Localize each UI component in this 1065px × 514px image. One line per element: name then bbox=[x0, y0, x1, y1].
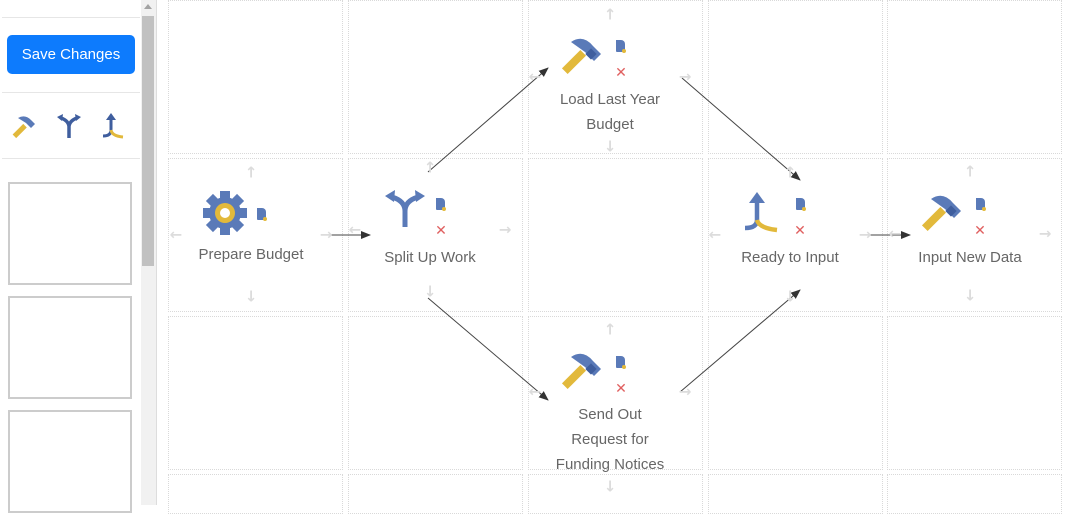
scrollbar-thumb[interactable] bbox=[142, 16, 154, 266]
connector-arrow-icon[interactable]: ↓ bbox=[244, 287, 258, 306]
hammer-tool[interactable] bbox=[9, 110, 39, 142]
connector-arrow-icon[interactable]: → bbox=[678, 382, 692, 401]
grid-cell[interactable] bbox=[168, 0, 343, 154]
edge-split-send[interactable] bbox=[427, 297, 549, 401]
merge-icon bbox=[102, 113, 124, 139]
document-icon[interactable] bbox=[436, 198, 446, 211]
grid-cell[interactable] bbox=[708, 0, 883, 154]
grid-cell[interactable] bbox=[528, 158, 703, 312]
divider bbox=[2, 158, 140, 159]
connector-arrow-icon[interactable]: ↓ bbox=[603, 137, 617, 156]
connector-arrow-icon[interactable]: → bbox=[678, 67, 692, 86]
delete-icon[interactable]: ✕ bbox=[794, 223, 806, 239]
node-label: Input New Data bbox=[918, 249, 1022, 266]
connector-arrow-icon[interactable]: ↑ bbox=[603, 320, 617, 339]
node-label-line: Funding Notices bbox=[555, 456, 665, 473]
connector-arrow-icon[interactable]: ← bbox=[708, 225, 722, 244]
connector-arrow-icon[interactable]: ↑ bbox=[423, 158, 437, 177]
sidebar: Save Changes bbox=[0, 0, 157, 513]
connector-arrow-icon[interactable]: ← bbox=[348, 220, 362, 239]
grid-cell[interactable] bbox=[887, 316, 1062, 470]
edge-send-ready[interactable] bbox=[679, 289, 801, 393]
connector-arrow-icon[interactable]: ↓ bbox=[963, 286, 977, 305]
fork-icon[interactable] bbox=[382, 185, 428, 235]
divider bbox=[2, 17, 140, 18]
node-label: Split Up Work bbox=[384, 249, 476, 266]
scroll-up-icon[interactable] bbox=[144, 4, 152, 9]
connector-arrow-icon[interactable]: ← bbox=[528, 67, 542, 86]
gear-icon[interactable] bbox=[202, 190, 248, 240]
connector-arrow-icon[interactable]: ↑ bbox=[783, 163, 797, 182]
document-icon[interactable] bbox=[616, 40, 626, 53]
grid-cell[interactable] bbox=[528, 316, 703, 470]
fork-icon bbox=[57, 114, 81, 138]
hammer-icon[interactable] bbox=[919, 189, 965, 239]
node-label-line: Send Out bbox=[578, 406, 642, 423]
connector-arrow-icon[interactable]: ↑ bbox=[244, 163, 258, 182]
node-label-line: Budget bbox=[586, 116, 634, 133]
grid-cell[interactable] bbox=[168, 316, 343, 470]
connector-arrow-icon[interactable]: ↑ bbox=[963, 162, 977, 181]
delete-icon[interactable]: ✕ bbox=[974, 223, 986, 239]
divider bbox=[2, 92, 140, 93]
document-icon[interactable] bbox=[616, 356, 626, 369]
document-icon[interactable] bbox=[796, 198, 806, 211]
connector-arrow-icon[interactable]: ← bbox=[528, 382, 542, 401]
hammer-icon[interactable] bbox=[559, 347, 605, 397]
connector-arrow-icon[interactable]: ↓ bbox=[423, 282, 437, 301]
connector-arrow-icon[interactable]: → bbox=[319, 225, 333, 244]
scrollbar[interactable] bbox=[141, 0, 156, 505]
edge-load-ready[interactable] bbox=[681, 77, 801, 181]
connector-arrow-icon[interactable]: → bbox=[858, 225, 872, 244]
palette-slot[interactable] bbox=[8, 182, 132, 285]
document-icon[interactable] bbox=[257, 208, 267, 221]
grid-cell[interactable] bbox=[887, 0, 1062, 154]
grid-cell[interactable] bbox=[348, 0, 523, 154]
merge-icon[interactable] bbox=[739, 190, 785, 240]
delete-icon[interactable]: ✕ bbox=[435, 223, 447, 239]
fork-tool[interactable] bbox=[54, 110, 84, 142]
document-icon[interactable] bbox=[976, 198, 986, 211]
connector-arrow-icon[interactable]: ↓ bbox=[603, 477, 617, 496]
hammer-icon[interactable] bbox=[559, 32, 605, 82]
grid-cell[interactable] bbox=[528, 0, 703, 154]
hammer-icon bbox=[12, 116, 35, 139]
connector-arrow-icon[interactable]: → bbox=[498, 220, 512, 239]
node-label-line: Request for bbox=[571, 431, 649, 448]
node-label: Prepare Budget bbox=[198, 246, 304, 263]
connector-arrow-icon[interactable]: → bbox=[1038, 224, 1052, 243]
delete-icon[interactable]: ✕ bbox=[615, 381, 627, 397]
connector-arrow-icon[interactable]: ↑ bbox=[603, 5, 617, 24]
grid-cell[interactable] bbox=[348, 316, 523, 470]
merge-tool[interactable] bbox=[99, 110, 129, 142]
edge-split-load[interactable] bbox=[427, 67, 549, 173]
grid-cell[interactable] bbox=[708, 316, 883, 470]
delete-icon[interactable]: ✕ bbox=[615, 65, 627, 81]
connector-arrow-icon[interactable]: ← bbox=[888, 224, 902, 243]
save-changes-button[interactable]: Save Changes bbox=[7, 35, 135, 74]
node-label-line: Load Last Year bbox=[559, 91, 661, 108]
connector-arrow-icon[interactable]: ← bbox=[169, 225, 183, 244]
connector-arrow-icon[interactable]: ↓ bbox=[783, 287, 797, 306]
palette-slot[interactable] bbox=[8, 296, 132, 399]
node-label: Ready to Input bbox=[741, 249, 839, 266]
